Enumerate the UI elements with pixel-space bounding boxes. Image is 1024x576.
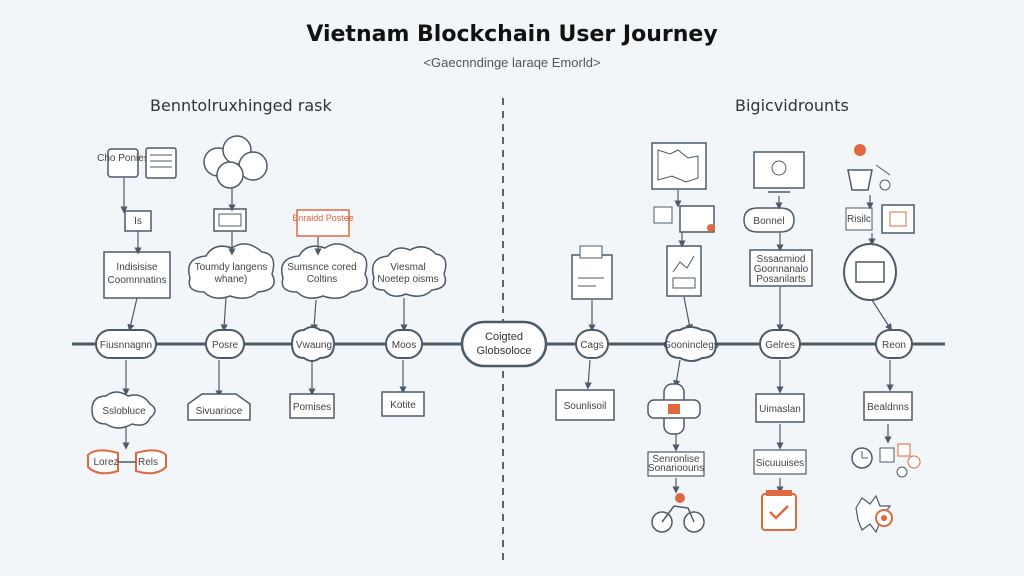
svg-text:Sumsnce cored: Sumsnce cored bbox=[287, 262, 356, 273]
svg-text:Bealdnns: Bealdnns bbox=[867, 402, 909, 413]
timeline-node-8: Reon bbox=[875, 329, 913, 359]
svg-text:Coomnnatins: Coomnnatins bbox=[108, 275, 167, 286]
timeline-node-4: Moos bbox=[385, 329, 423, 359]
left-tier2-cloud-4: Viesmal Noetep oisms bbox=[371, 246, 447, 297]
svg-text:Toumdy langens: Toumdy langens bbox=[195, 262, 268, 273]
right-icon-lock-circle bbox=[843, 243, 897, 301]
left-icon-small-box: Is bbox=[124, 210, 152, 232]
svg-text:Posre: Posre bbox=[212, 340, 239, 351]
svg-text:Cags: Cags bbox=[580, 340, 603, 351]
right-icon-monitor bbox=[753, 151, 805, 193]
svg-text:Viesmal: Viesmal bbox=[390, 262, 425, 273]
svg-text:Coigted: Coigted bbox=[485, 331, 523, 343]
svg-text:Lorez: Lorez bbox=[93, 457, 118, 468]
right-icon-lamp bbox=[847, 144, 891, 191]
left-top-icon-screen bbox=[145, 147, 177, 179]
timeline-node-1: Fiusnnagnn bbox=[95, 329, 157, 359]
right-label-bonnel: Bonnel bbox=[743, 207, 795, 233]
svg-text:Uimaslan: Uimaslan bbox=[759, 404, 801, 415]
svg-text:Senronlise: Senronlise bbox=[652, 454, 700, 465]
diagram-subtitle: <Gaecnndinge laraqe Emorld> bbox=[423, 55, 601, 70]
svg-text:Vwaung: Vwaung bbox=[296, 340, 332, 351]
right-below-box-3: Bealdnns bbox=[863, 391, 913, 421]
right-label-risilc: Risilc bbox=[845, 207, 873, 231]
svg-text:Sslobluce: Sslobluce bbox=[102, 406, 146, 417]
right-icon-checkbox bbox=[761, 490, 797, 531]
right-icon-cross bbox=[647, 383, 701, 435]
svg-text:Pomises: Pomises bbox=[293, 402, 331, 413]
svg-text:Posanilarts: Posanilarts bbox=[756, 274, 805, 285]
right-icon-tablet bbox=[571, 245, 613, 300]
svg-text:Gelres: Gelres bbox=[765, 340, 794, 351]
svg-text:Goonnanalo: Goonnanalo bbox=[754, 264, 809, 275]
left-tier2-cloud-2: Toumdy langens whane) bbox=[188, 243, 275, 299]
left-top-icon-doc: Cho Ponies bbox=[97, 148, 149, 178]
right-icon-map bbox=[651, 142, 707, 190]
right-below-box-1: Sounlisoil bbox=[555, 389, 615, 421]
timeline-node-5: Cags bbox=[575, 329, 609, 359]
right-icon-gears bbox=[855, 494, 893, 534]
right-box-1: Sssacmiod Goonnanalo Posanilarts bbox=[749, 249, 813, 287]
svg-text:Is: Is bbox=[134, 216, 142, 227]
svg-text:Enraidd Postee: Enraidd Postee bbox=[292, 213, 354, 223]
svg-text:Kotite: Kotite bbox=[390, 400, 416, 411]
right-connectors bbox=[584, 190, 894, 494]
timeline-node-7: Gelres bbox=[759, 329, 801, 359]
left-connectors bbox=[120, 178, 408, 450]
svg-text:Bonnel: Bonnel bbox=[753, 216, 784, 227]
svg-text:Gooninclegs: Gooninclegs bbox=[663, 340, 719, 351]
svg-text:Coltins: Coltins bbox=[307, 274, 338, 285]
left-section-heading: Benntolruxhinged rask bbox=[150, 96, 332, 115]
svg-text:Rels: Rels bbox=[138, 457, 158, 468]
right-icon-camera bbox=[653, 205, 715, 233]
left-below-box-4: Kotite bbox=[381, 391, 425, 417]
left-icon-laptop bbox=[213, 208, 247, 232]
svg-text:Fiusnnagnn: Fiusnnagnn bbox=[100, 340, 152, 351]
timeline-node-2: Posre bbox=[205, 329, 245, 359]
right-small-box-1: Senronlise Sonarioouns bbox=[647, 451, 705, 477]
svg-text:Moos: Moos bbox=[392, 340, 416, 351]
svg-text:Sonarioouns: Sonarioouns bbox=[648, 463, 704, 474]
svg-text:Reon: Reon bbox=[882, 340, 906, 351]
svg-text:Indisisise: Indisisise bbox=[116, 262, 158, 273]
svg-text:Sicuuuises: Sicuuuises bbox=[756, 458, 804, 469]
right-icon-clock-cluster bbox=[851, 443, 921, 478]
left-icon-orange-card: Enraidd Postee bbox=[292, 209, 354, 237]
svg-text:Sounlisoil: Sounlisoil bbox=[564, 401, 607, 412]
left-bottom-orange-pair: Lorez Rels bbox=[87, 449, 167, 475]
center-hub-node: Coigted Globsoloce bbox=[460, 320, 548, 368]
left-below-cloud-1: Sslobluce bbox=[91, 391, 156, 429]
left-below-box-2: Sivuarioce bbox=[187, 393, 251, 421]
svg-text:Sssacmiod: Sssacmiod bbox=[757, 254, 806, 265]
svg-text:whane): whane) bbox=[214, 274, 248, 285]
right-small-box-2: Sicuuuises bbox=[753, 449, 807, 475]
right-below-box-2: Uimaslan bbox=[755, 393, 805, 423]
svg-text:Noetep oisms: Noetep oisms bbox=[377, 274, 438, 285]
timeline-node-6: Gooninclegs bbox=[663, 326, 719, 362]
svg-text:Risilc: Risilc bbox=[847, 214, 871, 225]
right-icon-motorbike bbox=[651, 493, 705, 533]
left-tier2-cloud-3: Sumsnce cored Coltins bbox=[281, 243, 368, 299]
left-tier2-box-1: Indisisise Coomnnatins bbox=[103, 251, 171, 299]
diagram-title: Vietnam Blockchain User Journey bbox=[306, 22, 718, 47]
svg-text:Cho Ponies: Cho Ponies bbox=[97, 153, 149, 164]
svg-text:Sivuarioce: Sivuarioce bbox=[196, 406, 243, 417]
right-section-heading: Bigicvidrounts bbox=[735, 96, 849, 115]
svg-text:Globsoloce: Globsoloce bbox=[476, 345, 531, 357]
left-top-icon-cluster bbox=[203, 135, 268, 189]
timeline-node-3: Vwaung bbox=[290, 326, 336, 362]
right-icon-phone-chart bbox=[666, 245, 702, 297]
left-below-box-3: Pomises bbox=[289, 393, 335, 419]
right-icon-chip bbox=[881, 204, 915, 234]
